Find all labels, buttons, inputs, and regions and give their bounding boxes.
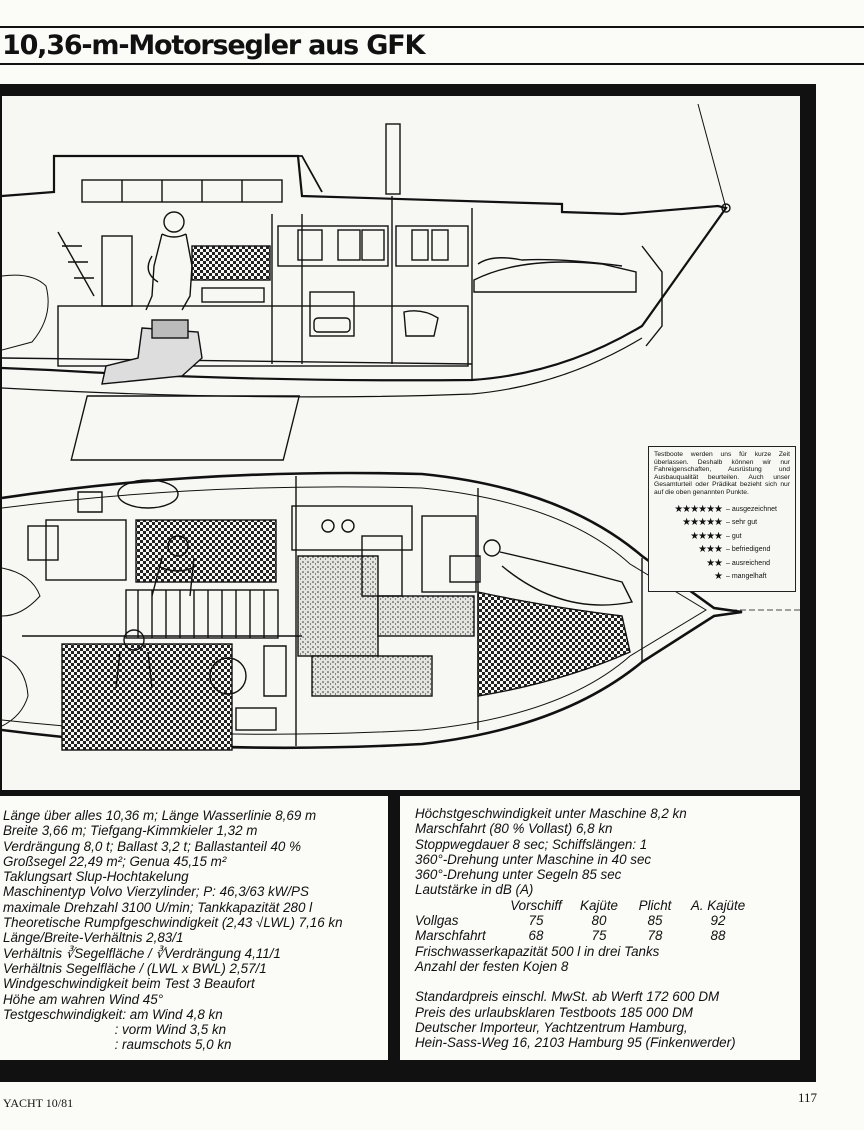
spec-line: : raumschots 5,0 kn — [3, 1037, 232, 1053]
star-icons: ★★ — [706, 557, 723, 569]
rating-level: ★★★★★★ – ausgezeichnet — [654, 503, 790, 517]
spec-line: Marschfahrt (80 % Vollast) 6,8 kn — [415, 821, 613, 837]
table-cell: 78 — [647, 928, 663, 944]
spec-line: 360°-Drehung unter Maschine in 40 sec — [415, 851, 652, 867]
star-icons: ★★★ — [698, 544, 723, 556]
magazine-issue: YACHT 10/81 — [3, 1096, 74, 1110]
spec-line: Taklungsart Slup-Hochtakelung — [3, 869, 189, 885]
column-header: A. Kajüte — [690, 897, 746, 913]
spec-line: maximale Drehzahl 3100 U/min; Tankkapazi… — [3, 899, 313, 915]
spec-line: Breite 3,66 m; Tiefgang-Kimmkieler 1,32 … — [3, 823, 258, 839]
spec-line: Verhältnis ∛Segelfläche / ∛Verdrängung 4… — [3, 945, 281, 961]
spec-line: Anzahl der festen Kojen 8 — [415, 958, 569, 974]
importer-address: Hein-Sass-Weg 16, 2103 Hamburg 95 (Finke… — [415, 1035, 736, 1051]
price-line: Standardpreis einschl. MwSt. ab Werft 17… — [415, 989, 720, 1005]
specs-panel: Länge über alles 10,36 m; Länge Wasserli… — [0, 796, 816, 1060]
rating-label: – sehr gut — [726, 519, 758, 527]
star-icons: ★★★★ — [690, 530, 723, 542]
spec-line: : vorm Wind 3,5 kn — [3, 1022, 227, 1038]
row-label: Vollgas — [415, 913, 459, 929]
page-title: 10,36-m-Motorsegler aus GFK — [2, 30, 425, 61]
rating-level: ★★ – ausreichend — [654, 557, 790, 571]
table-cell: 85 — [647, 913, 663, 929]
rating-note: Testboote werden uns für kurze Zeit über… — [654, 451, 790, 496]
plan-figure-3 — [483, 539, 634, 606]
spec-line: Verdrängung 8,0 t; Ballast 3,2 t; Ballas… — [3, 838, 302, 854]
table-cell: 68 — [528, 928, 544, 944]
specs-right-column: Höchstgeschwindigkeit unter Maschine 8,2… — [400, 796, 800, 1060]
boat-illustration — [2, 103, 800, 751]
column-header: Kajüte — [580, 897, 618, 913]
table-cell: 92 — [710, 913, 726, 929]
table-cell: 88 — [710, 928, 726, 944]
importer-line: Deutscher Importeur, Yachtzentrum Hambur… — [415, 1019, 688, 1035]
rating-level: ★★★★★ – sehr gut — [654, 516, 790, 530]
price-line: Preis des urlaubsklaren Testboots 185 00… — [415, 1004, 693, 1020]
rating-label: – ausgezeichnet — [726, 505, 777, 513]
spec-line: Stoppwegdauer 8 sec; Schiffslängen: 1 — [415, 836, 648, 852]
table-row: Marschfahrt 68 75 78 88 — [415, 928, 753, 943]
rating-level: ★★★★ – gut — [654, 530, 790, 544]
page-number: 117 — [798, 1090, 818, 1105]
plan-figure-1 — [151, 535, 197, 597]
spec-line: Theoretische Rumpfgeschwindigkeit (2,43 … — [3, 915, 343, 931]
table-row: Vollgas 75 80 85 92 — [415, 913, 753, 928]
star-icons: ★★★★★★ — [674, 503, 723, 515]
column-header: Plicht — [638, 897, 672, 913]
deck-plan — [2, 471, 800, 751]
rating-label: – gut — [726, 532, 742, 540]
rating-legend: ★★★★★★ – ausgezeichnet ★★★★★ – sehr gut … — [654, 503, 790, 584]
plan-figure-2 — [115, 629, 153, 689]
noise-table-header: Vorschiff Kajüte Plicht A. Kajüte — [415, 898, 753, 913]
spec-line: Höchstgeschwindigkeit unter Maschine 8,2… — [415, 806, 687, 821]
noise-table: Vorschiff Kajüte Plicht A. Kajüte Vollga… — [415, 898, 753, 944]
spec-line: Lautstärke in dB (A) — [415, 882, 534, 898]
engine — [101, 319, 203, 385]
row-label: Marschfahrt — [415, 928, 486, 944]
spec-line: Länge über alles 10,36 m; Länge Wasserli… — [3, 808, 317, 823]
specs-left-column: Länge über alles 10,36 m; Länge Wasserli… — [0, 796, 388, 1060]
side-profile — [2, 103, 731, 461]
spec-line: Testgeschwindigkeit: am Wind 4,8 kn — [3, 1006, 223, 1022]
rating-level: ★★★ – befriedigend — [654, 543, 790, 557]
column-header: Vorschiff — [510, 897, 562, 913]
table-cell: 75 — [591, 928, 607, 944]
star-icons: ★ — [714, 571, 723, 583]
spec-line: 360°-Drehung unter Segeln 85 sec — [415, 867, 622, 883]
bottom-bar — [0, 1060, 816, 1082]
rating-level: ★ – mangelhaft — [654, 570, 790, 584]
title-rule — [0, 63, 864, 65]
spec-line: Maschinentyp Volvo Vierzylinder; P: 46,3… — [3, 884, 309, 900]
boat-drawing-frame: Testboote werden uns für kurze Zeit über… — [0, 84, 816, 796]
rating-label: – befriedigend — [726, 546, 771, 554]
spec-line: Länge/Breite-Verhältnis 2,83/1 — [3, 930, 184, 946]
boat-drawing — [2, 96, 800, 790]
table-cell: 80 — [591, 913, 607, 929]
spec-line: Frischwasserkapazität 500 l in drei Tank… — [415, 943, 660, 959]
table-cell: 75 — [528, 913, 544, 929]
rating-legend-box: Testboote werden uns für kurze Zeit über… — [648, 446, 796, 592]
spec-line: Höhe am wahren Wind 45° — [3, 991, 164, 1007]
rating-label: – ausreichend — [726, 559, 770, 567]
spec-line: Verhältnis Segelfläche / (LWL x BWL) 2,5… — [3, 960, 267, 976]
spec-line: Windgeschwindigkeit beim Test 3 Beaufort — [3, 976, 255, 992]
star-icons: ★★★★★ — [682, 517, 723, 529]
rating-label: – mangelhaft — [726, 573, 767, 581]
seated-figure — [145, 211, 193, 311]
top-rule — [0, 26, 864, 28]
spec-line: Großsegel 22,49 m²; Genua 45,15 m² — [3, 853, 227, 869]
